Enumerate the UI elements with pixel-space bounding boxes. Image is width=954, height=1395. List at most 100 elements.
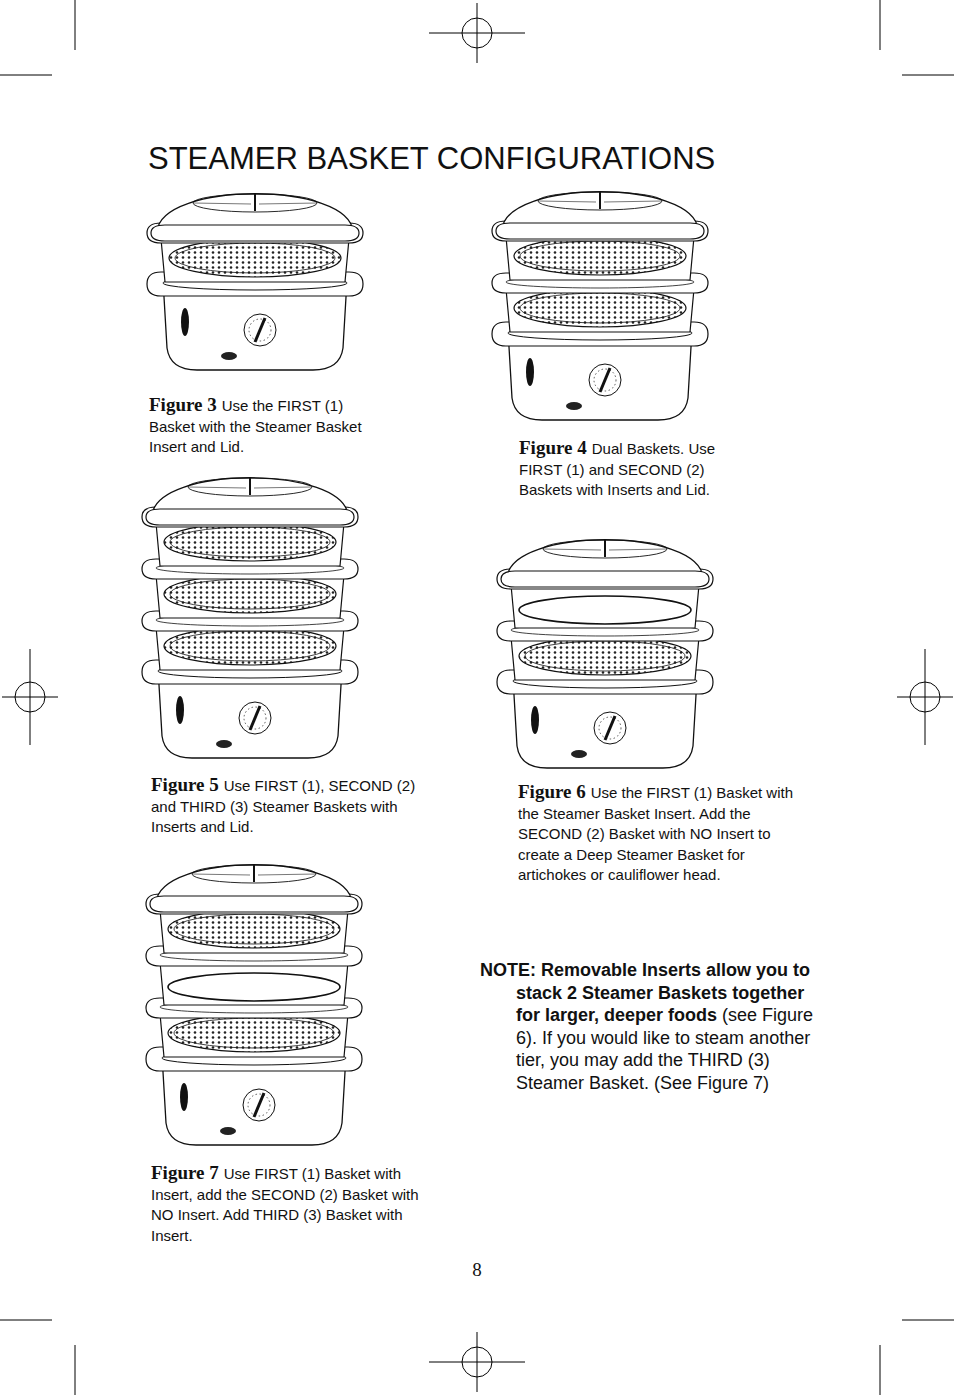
- steamer-figure: [497, 540, 713, 768]
- timer-pointer: [250, 706, 260, 730]
- lid-top: [193, 194, 317, 212]
- caption-heading: Figure 6: [518, 781, 586, 802]
- basket-rim: [147, 223, 363, 243]
- timer-dial-inner: [594, 369, 616, 391]
- registration-line: [925, 649, 926, 745]
- basket-rim: [142, 507, 358, 527]
- insert-rim: [170, 527, 330, 557]
- steamer-figure: [147, 194, 363, 370]
- lid-line: [254, 487, 312, 488]
- page-number: 8: [447, 1259, 507, 1281]
- lid-line: [543, 549, 601, 550]
- lid-rim: [151, 225, 359, 241]
- figure-caption: Figure 6Use the FIRST (1) Basket with th…: [518, 782, 810, 886]
- timer-dial: [589, 364, 621, 396]
- lid-top: [192, 865, 316, 883]
- lid-rim: [496, 223, 704, 239]
- lid-handle: [254, 194, 256, 211]
- water-window: [176, 696, 184, 724]
- timer-dial: [239, 702, 271, 734]
- water-window: [526, 358, 534, 386]
- lid-top: [543, 540, 667, 558]
- insert-rim: [520, 293, 680, 323]
- lid-top: [538, 192, 662, 210]
- empty-basket-ring: [168, 973, 340, 1001]
- basket-insert: [169, 239, 341, 277]
- lid-handle: [599, 192, 601, 209]
- timer-dial-inner: [244, 707, 266, 729]
- basket-insert: [514, 289, 686, 327]
- timer-dial: [594, 712, 626, 744]
- timer-dial-inner: [249, 319, 271, 341]
- insert-rim: [170, 579, 330, 609]
- figure-caption: Figure 4Dual Baskets. Use FIRST (1) and …: [519, 438, 734, 501]
- lid-line: [259, 203, 317, 204]
- basket-rim: [497, 569, 713, 589]
- water-window: [531, 706, 539, 734]
- crop-line: [902, 75, 954, 76]
- basket-insert: [514, 237, 686, 275]
- figure-caption: Figure 5Use FIRST (1), SECOND (2) and TH…: [151, 775, 436, 838]
- timer-dial: [243, 1089, 275, 1121]
- basket-insert: [164, 523, 336, 561]
- basket-insert: [168, 910, 340, 948]
- timer-pointer: [605, 716, 615, 740]
- lid-line: [538, 201, 596, 202]
- registration-line: [30, 649, 31, 745]
- power-light: [220, 1127, 236, 1135]
- insert-rim: [170, 631, 330, 661]
- registration-line: [477, 1332, 478, 1392]
- insert-rim: [174, 1018, 334, 1048]
- lid-line: [609, 549, 667, 550]
- steamer-figure: [146, 865, 362, 1145]
- lid-rim: [146, 509, 354, 525]
- power-light: [571, 750, 587, 758]
- registration-line: [477, 3, 478, 63]
- caption-heading: Figure 7: [151, 1162, 219, 1183]
- crop-line: [902, 1320, 954, 1321]
- timer-pointer: [254, 1093, 264, 1117]
- basket-rim: [492, 221, 708, 241]
- empty-basket-ring: [519, 596, 691, 624]
- steamer-figure: [492, 192, 708, 420]
- basket-insert: [519, 637, 691, 675]
- timer-pointer: [600, 368, 610, 392]
- caption-heading: Figure 3: [149, 394, 217, 415]
- crop-line: [0, 75, 52, 76]
- lid-rim: [150, 896, 358, 912]
- basket-insert: [168, 1014, 340, 1052]
- lid-handle: [249, 478, 251, 495]
- power-light: [221, 352, 237, 360]
- timer-dial-inner: [599, 717, 621, 739]
- figure-caption: Figure 7Use FIRST (1) Basket with Insert…: [151, 1163, 426, 1246]
- timer-pointer: [255, 318, 265, 342]
- caption-heading: Figure 5: [151, 774, 219, 795]
- caption-heading: Figure 4: [519, 437, 587, 458]
- lid-line: [258, 874, 316, 875]
- page-title: STEAMER BASKET CONFIGURATIONS: [148, 141, 715, 177]
- lid-top: [188, 478, 312, 496]
- insert-rim: [520, 241, 680, 271]
- crop-line: [880, 1345, 881, 1395]
- basket-rim: [146, 894, 362, 914]
- lid-line: [193, 203, 251, 204]
- figure-caption: Figure 3Use the FIRST (1) Basket with th…: [149, 395, 384, 458]
- insert-rim: [525, 641, 685, 671]
- power-light: [216, 740, 232, 748]
- crop-line: [880, 0, 881, 50]
- insert-rim: [174, 914, 334, 944]
- lid-handle: [253, 865, 255, 882]
- caption-text: 8: [472, 1259, 482, 1280]
- insert-rim: [175, 243, 335, 273]
- basket-insert: [164, 627, 336, 665]
- timer-dial: [244, 314, 276, 346]
- lid-line: [604, 201, 662, 202]
- lid-line: [192, 874, 250, 875]
- lid-line: [188, 487, 246, 488]
- lid-handle: [604, 540, 606, 557]
- power-light: [566, 402, 582, 410]
- crop-line: [0, 1320, 52, 1321]
- basket-insert: [164, 575, 336, 613]
